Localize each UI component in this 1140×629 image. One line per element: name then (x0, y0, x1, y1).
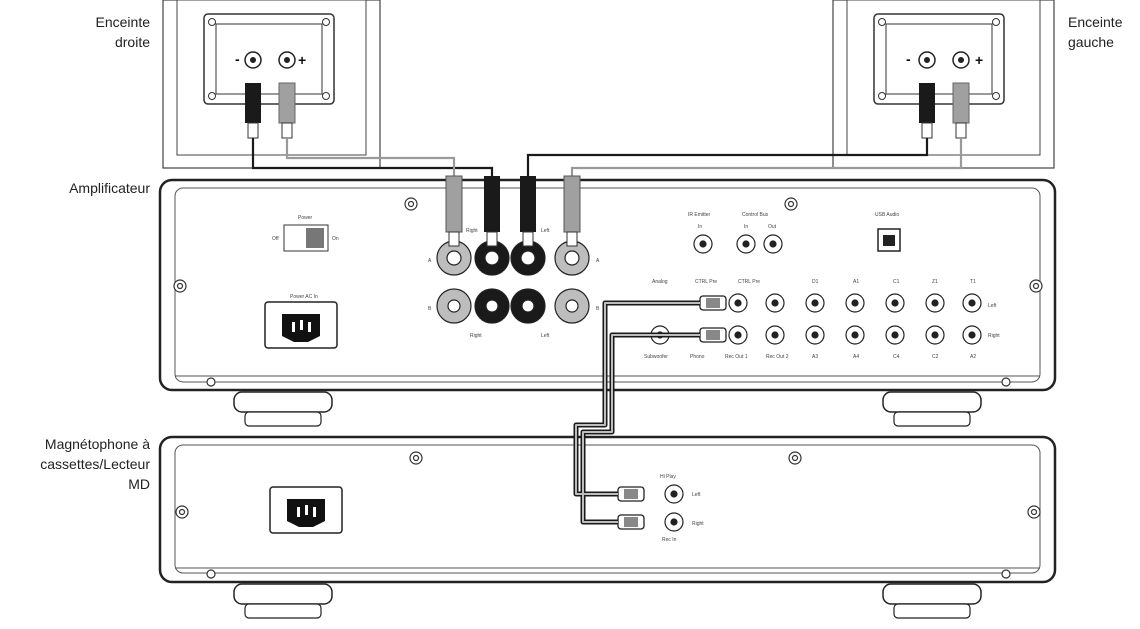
left-speaker: - + (832, 0, 1055, 169)
rec-in-label: Rec In (662, 537, 677, 543)
bottom-label-6: C2 (932, 354, 939, 360)
right-speaker-label: Enceinte droite (50, 12, 150, 52)
speaker-left-label: Left (541, 228, 550, 234)
left-speaker-label: Enceinte gauche (1068, 12, 1138, 52)
col-label-7: T1 (970, 279, 976, 285)
col-label-4: A1 (853, 279, 859, 285)
power-in-label: Power AC In (290, 294, 318, 300)
speaker-right-label: Right (466, 228, 478, 234)
col-label-1: CTRL Pre (695, 279, 717, 285)
bottom-label-2: Rec Out 2 (766, 354, 789, 360)
cb-out-label: Out (768, 224, 777, 230)
bottom-label-7: A2 (970, 354, 976, 360)
ir-in-label: In (698, 224, 702, 230)
subwoofer-label: Subwoofer (644, 354, 668, 360)
recorder-label: Magnétophone à cassettes/Lecteur MD (0, 434, 150, 494)
speaker-right-label-b: Right (470, 333, 482, 339)
bottom-label-3: A3 (812, 354, 818, 360)
col-label-6: Z1 (932, 279, 938, 285)
speaker-cables (251, 138, 963, 176)
row-right-label: Right (988, 333, 1000, 339)
recorder-label-line2: cassettes/Lecteur (40, 456, 150, 472)
rec-right-label: Right (692, 521, 704, 527)
rec-play-label: Hi Play (660, 474, 676, 480)
bottom-label-0: Phono (690, 354, 705, 360)
recorder-label-line1: Magnétophone à (44, 436, 150, 452)
speaker-a-label-l: A (428, 258, 432, 264)
bottom-label-4: A4 (853, 354, 859, 360)
amp-rca-plugs (699, 295, 727, 343)
svg-text:-: - (906, 51, 911, 67)
right-speaker-label-line2: droite (114, 34, 150, 50)
cb-in-label: In (744, 224, 748, 230)
left-speaker-label-line1: Enceinte (1068, 14, 1123, 30)
bottom-label-1: Rec Out 1 (725, 354, 748, 360)
right-speaker: - + (162, 0, 381, 169)
power-on-label: On (332, 236, 339, 242)
speaker-b-label-r: B (596, 306, 600, 312)
col-label-0: Analog (652, 279, 668, 285)
bottom-label-5: C4 (893, 354, 900, 360)
speaker-b-label-l: B (428, 306, 432, 312)
left-speaker-label-line2: gauche (1068, 34, 1114, 50)
power-label: Power (298, 215, 313, 221)
right-speaker-label-line1: Enceinte (95, 14, 150, 30)
analog-input-labels: Analog CTRL Pre CTRL Pre D1 A1 C1 Z1 T1 … (644, 279, 1000, 360)
interconnect-cables (573, 300, 700, 525)
speaker-a-label-r: A (596, 258, 600, 264)
svg-text:+: + (975, 52, 983, 68)
recorder-label-line3: MD (128, 476, 150, 492)
usb-audio-label: USB Audio (875, 212, 899, 218)
svg-text:+: + (298, 52, 306, 68)
amplifier-label: Amplificateur (69, 180, 150, 196)
col-label-5: C1 (893, 279, 900, 285)
row-left-label: Left (988, 303, 997, 309)
ir-emitter-label: IR Emitter (688, 212, 711, 218)
speaker-plugs (445, 175, 581, 247)
speaker-left-label-b: Left (541, 333, 550, 339)
power-off-label: Off (272, 236, 279, 242)
control-bus-label: Control Bus (742, 212, 769, 218)
recorder-unit: Hi Play Left Right Rec In (158, 435, 1057, 619)
rec-left-label: Left (692, 492, 701, 498)
col-label-3: D1 (812, 279, 819, 285)
svg-text:-: - (235, 51, 240, 67)
col-label-2: CTRL Pre (738, 279, 760, 285)
